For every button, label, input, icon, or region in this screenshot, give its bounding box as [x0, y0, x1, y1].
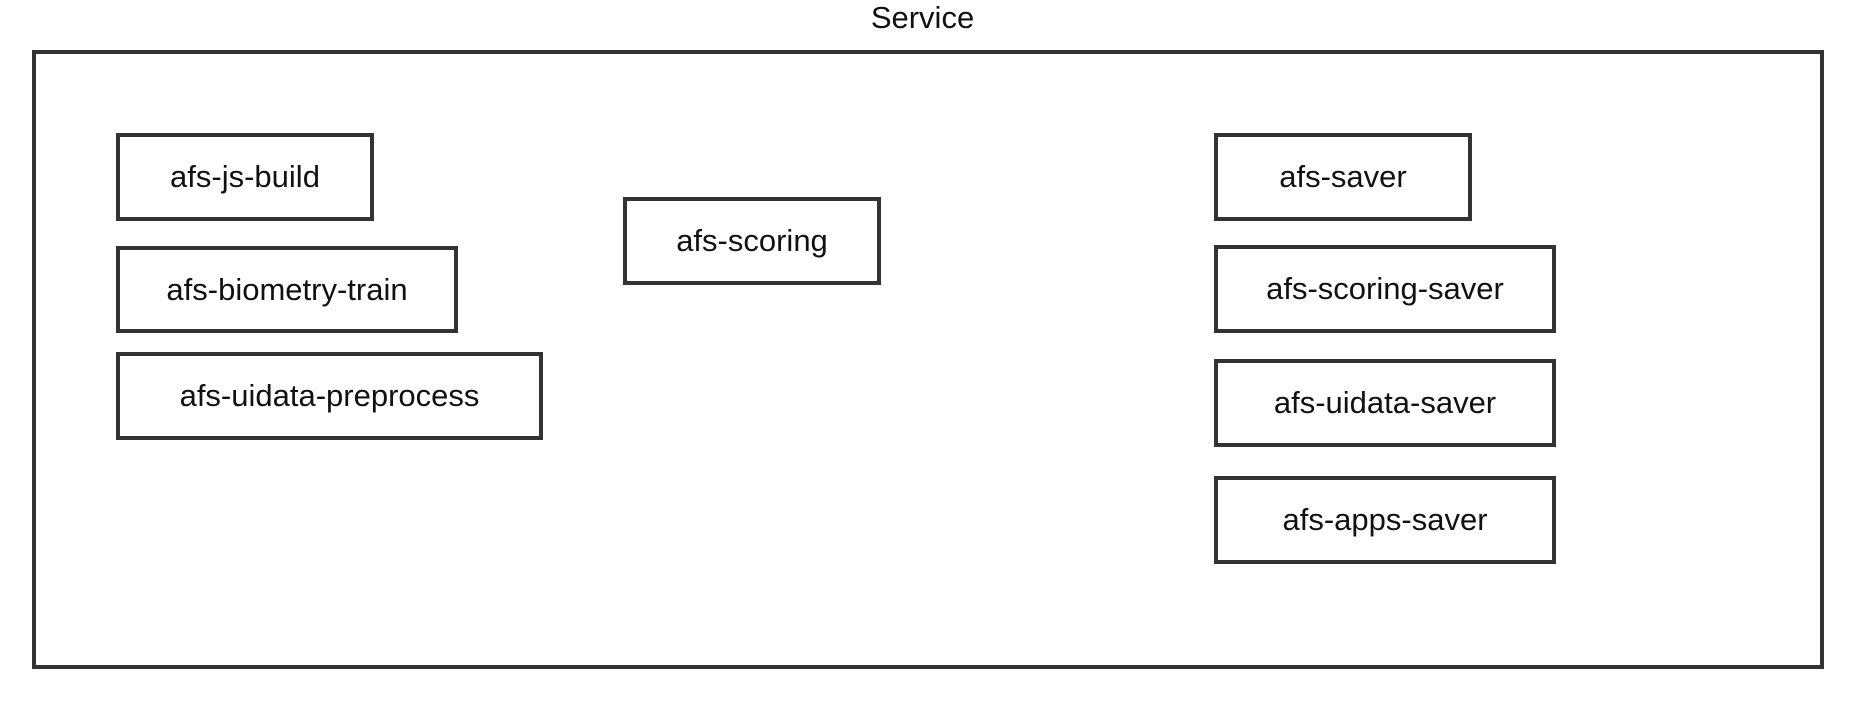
diagram-title: Service: [870, 0, 975, 35]
node-label: afs-uidata-saver: [1273, 385, 1497, 420]
node-afs-saver: afs-saver: [1214, 133, 1472, 221]
node-afs-js-build: afs-js-build: [116, 133, 374, 221]
node-label: afs-js-build: [170, 159, 320, 194]
node-afs-apps-saver: afs-apps-saver: [1214, 476, 1556, 564]
service-container: [32, 50, 1824, 669]
node-label: afs-scoring-saver: [1266, 271, 1504, 306]
node-afs-scoring-saver: afs-scoring-saver: [1214, 245, 1556, 333]
node-afs-scoring: afs-scoring: [623, 197, 881, 285]
node-label: afs-scoring: [676, 223, 828, 258]
node-afs-biometry-train: afs-biometry-train: [116, 246, 458, 333]
node-label: afs-uidata-preprocess: [179, 378, 480, 413]
node-label: afs-saver: [1279, 159, 1407, 194]
node-label: afs-apps-saver: [1282, 502, 1488, 537]
node-afs-uidata-saver: afs-uidata-saver: [1214, 359, 1556, 447]
node-label: afs-biometry-train: [166, 271, 408, 307]
node-afs-uidata-preprocess: afs-uidata-preprocess: [116, 352, 543, 440]
